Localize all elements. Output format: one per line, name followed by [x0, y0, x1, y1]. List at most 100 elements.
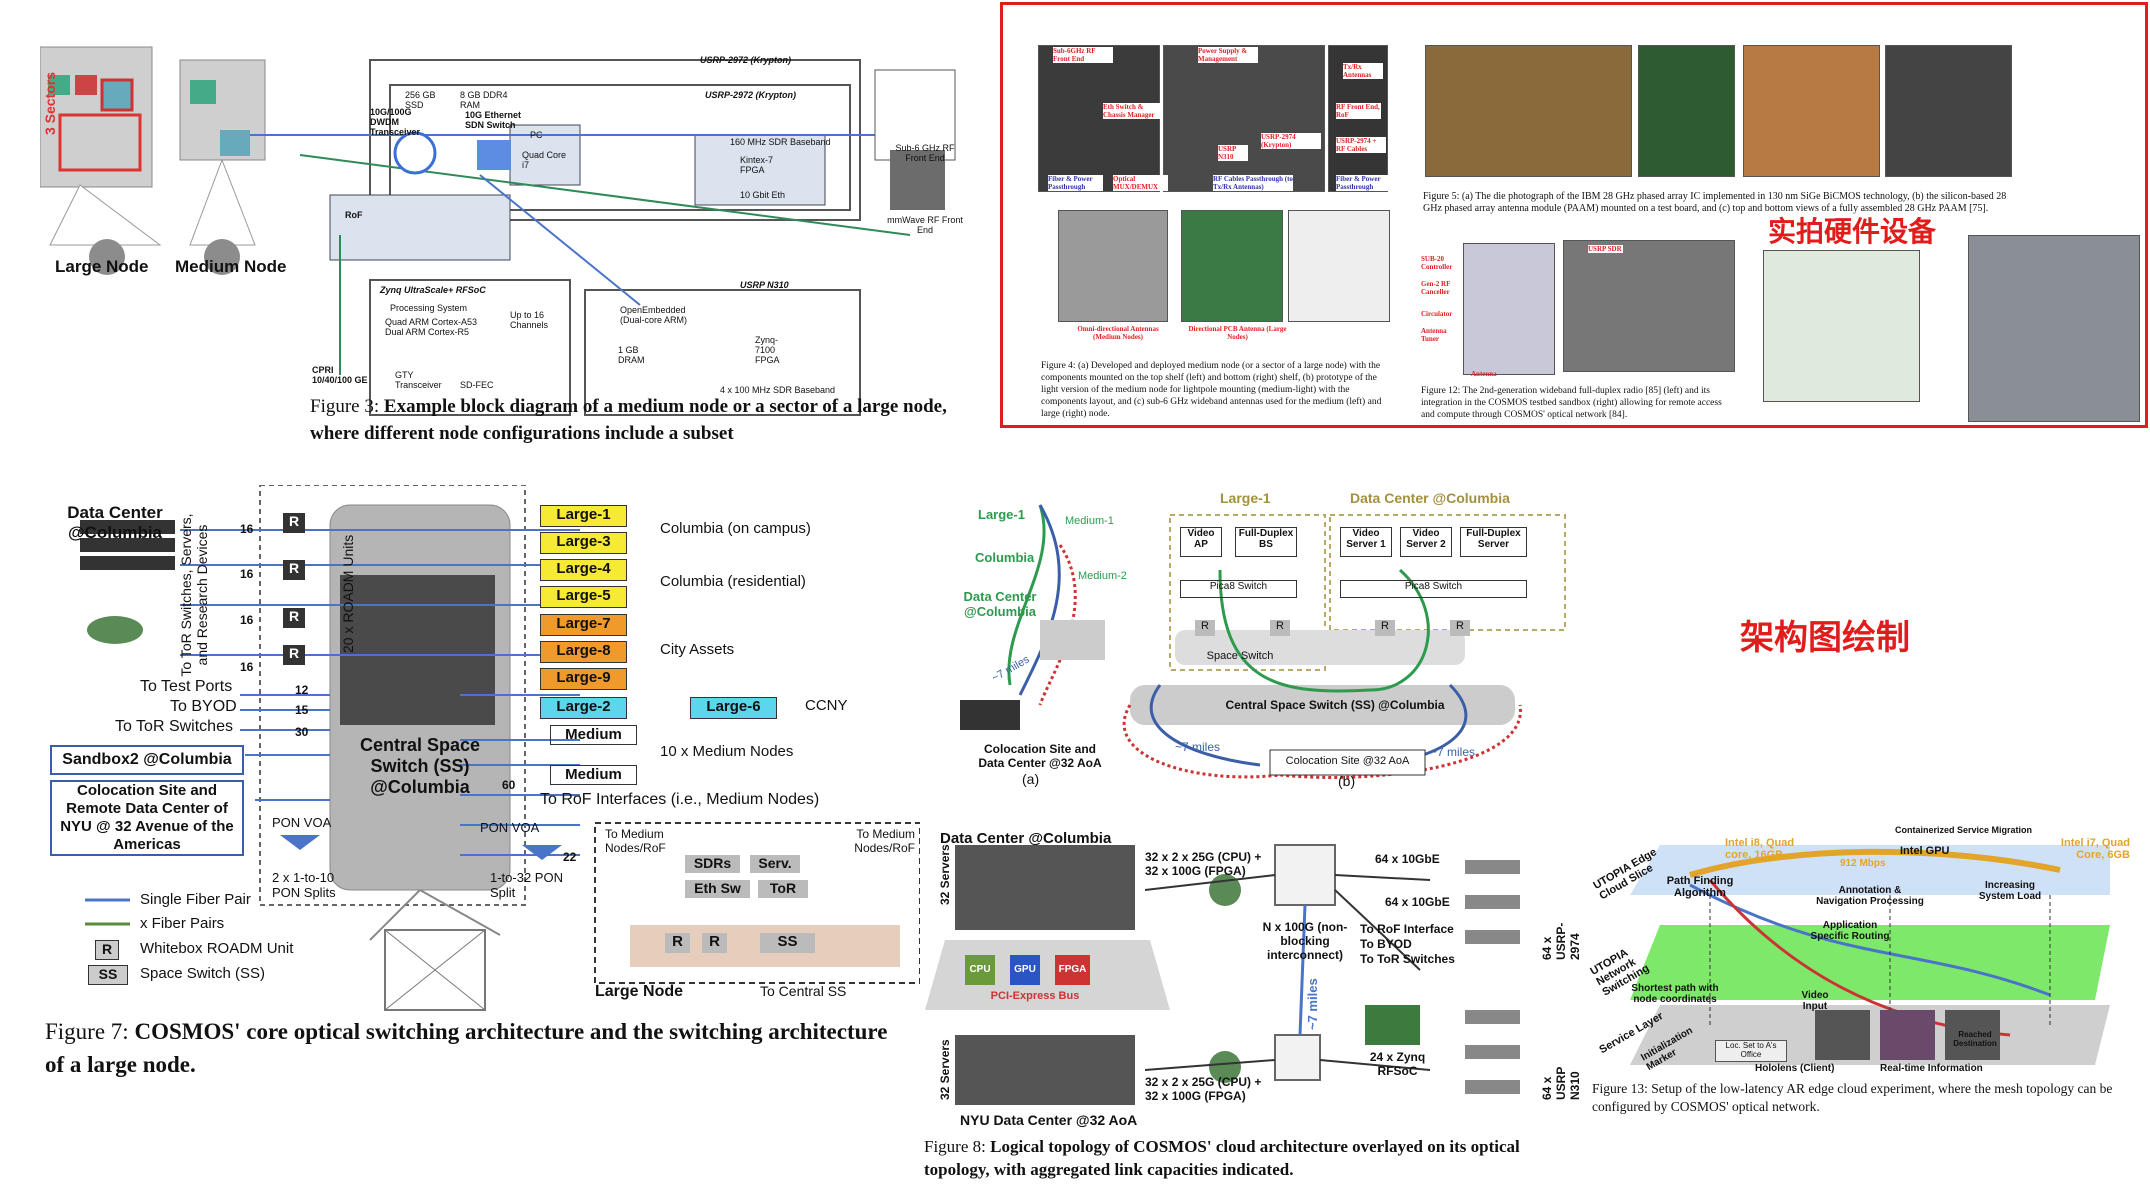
- dc-columbia-label: Data Center @Columbia: [67, 503, 163, 542]
- usrp2972-b-label: USRP-2972 (Krypton): [705, 90, 797, 100]
- f8-usrpn310: 64 x USRP N310: [1540, 1066, 1582, 1100]
- test-ports-label: To Test Ports: [140, 678, 233, 695]
- ab-dcb: Data Center @Columbia: [1350, 490, 1510, 506]
- large-6-box: Large-6: [690, 697, 777, 719]
- ab-large1: Large-1: [978, 507, 1025, 522]
- fig4-label-2: Fiber & Power Passthrough: [1048, 175, 1103, 191]
- sectors-label: 3 Sectors: [42, 71, 58, 135]
- pon-voa-a: PON VOA: [272, 815, 332, 830]
- ab-miles-b: ~7 miles: [1430, 745, 1476, 759]
- paam-bottom-photo: [1885, 45, 2012, 177]
- figure-7-caption: Figure 7: COSMOS' core optical switching…: [45, 1015, 890, 1081]
- sandbox-photo: [1563, 240, 1735, 372]
- omni-antenna-photo: [1058, 210, 1168, 322]
- ccny-label: CCNY: [805, 697, 848, 714]
- eth10-label: 10 Gbit Eth: [740, 190, 786, 200]
- ab-medium1: Medium-1: [1065, 515, 1114, 527]
- coloc-box: Colocation Site and Remote Data Center o…: [50, 780, 244, 856]
- fig12-label-0: SUB-20 Controller: [1421, 255, 1453, 271]
- f8-link-a: 32 x 2 x 25G (CPU) + 32 x 100G (FPGA): [1145, 850, 1262, 878]
- num-22: 22: [563, 850, 577, 864]
- num-16b: 16: [240, 567, 254, 581]
- f8-rof: To RoF Interface: [1360, 922, 1454, 936]
- f13-i8: Intel i8, Quad core, 16GB: [1725, 837, 1795, 861]
- figure-8: Data Center @Columbia 32 Servers 32 Serv…: [920, 830, 1582, 1195]
- large-3-box: Large-3: [540, 532, 627, 554]
- roadm-r-4: R: [283, 645, 305, 665]
- large-9-box: Large-9: [540, 668, 627, 690]
- ab-coloc: Colocation Site and Data Center @32 AoA: [978, 742, 1102, 770]
- roadm-r-1: R: [283, 513, 305, 533]
- ab-space-switch: Space Switch: [1206, 650, 1274, 662]
- large-4-box: Large-4: [540, 559, 627, 581]
- figure-ab: Large-1 Medium-1 Medium-2 Columbia Data …: [930, 485, 1580, 795]
- sandbox-box: Sandbox2 @Columbia: [50, 745, 244, 775]
- deployment-map: [1763, 250, 1920, 402]
- figure-ab-diagram: [960, 504, 1566, 779]
- ab-video-ap: Video AP: [1180, 527, 1222, 557]
- legend-ss: Space Switch (SS): [140, 965, 266, 982]
- figure-13-caption: Figure 13: Setup of the low-latency AR e…: [1592, 1081, 2113, 1114]
- large-node-inset-label: Large Node: [595, 983, 684, 1000]
- figure-3-caption-body: Example block diagram of a medium node o…: [310, 396, 947, 444]
- figure-4-caption: Figure 4: (a) Developed and deployed med…: [1041, 361, 1382, 419]
- medium-node-photo-right: [1163, 45, 1325, 192]
- dwdm-label: 10G/100G DWDM Transceiver: [370, 107, 421, 137]
- figure-7-diagram: [80, 485, 920, 1011]
- to-medium-b: To Medium Nodes/RoF: [854, 827, 915, 855]
- to-central-label: To Central SS: [760, 983, 847, 999]
- f8-fpga: FPGA: [1055, 955, 1090, 985]
- hardware-panel: Sub-6GHz RF Front End Eth Switch & Chass…: [1000, 2, 2148, 428]
- f13-loc: Loc. Set to A's Office: [1715, 1040, 1787, 1062]
- sdn-label: 10G Ethernet SDN Switch: [465, 110, 522, 130]
- fig12-label-4: Antenna: [1471, 370, 1497, 378]
- legend-single: Single Fiber Pair: [140, 891, 251, 908]
- fig4-label-9: RF Front End, RoF: [1336, 103, 1381, 119]
- figure-8-caption-body: Logical topology of COSMOS' cloud archit…: [924, 1137, 1520, 1179]
- fig4-label-11: Fiber & Power Passthrough: [1336, 175, 1391, 191]
- ab-medium2: Medium-2: [1078, 570, 1127, 582]
- f13-inc: Increasing System Load: [1978, 880, 2042, 902]
- ab-pica-a: Pica8 Switch: [1180, 580, 1297, 598]
- pon-split-b: 1-to-32 PON Split: [490, 870, 563, 900]
- ab-vs2: Video Server 2: [1400, 527, 1452, 557]
- omni-label: Omni-directional Antennas (Medium Nodes): [1077, 325, 1159, 341]
- openembedded-label: OpenEmbedded (Dual-core ARM): [620, 305, 688, 325]
- fig4-label-4: Power Supply & Management: [1198, 47, 1258, 63]
- sdfec-label: SD-FEC: [460, 380, 494, 390]
- f8-nyu: NYU Data Center @32 AoA: [960, 1112, 1138, 1128]
- ab-fds: Full-Duplex Server: [1460, 527, 1527, 557]
- roadm-r-3: R: [283, 608, 305, 628]
- figure-8-caption-prefix: Figure 8:: [924, 1137, 991, 1156]
- inset-r-2: R: [702, 933, 727, 953]
- tor2-label: To ToR Switches: [115, 718, 233, 735]
- large-1-box: Large-1: [540, 505, 627, 527]
- ab-vs1: Video Server 1: [1340, 527, 1392, 557]
- ab-r-3: R: [1375, 620, 1395, 636]
- figure-3-caption: Figure 3: Example block diagram of a med…: [310, 393, 970, 447]
- roadm-r-2: R: [283, 560, 305, 580]
- f13-rt: Real-time Information: [1880, 1063, 1983, 1074]
- legend-x: x Fiber Pairs: [140, 915, 225, 932]
- kintex-label: Kintex-7 FPGA: [740, 155, 774, 175]
- f13-sp: Shortest path with node coordinates: [1631, 983, 1719, 1005]
- usrp2972-a-label: USRP-2972 (Krypton): [700, 55, 792, 65]
- legend-r: Whitebox ROADM Unit: [140, 940, 294, 957]
- col-campus-label: Columbia (on campus): [660, 520, 811, 537]
- f13-reached: Reached Destination: [1953, 1030, 1997, 1048]
- mmwave-label: mmWave RF Front End: [887, 215, 963, 235]
- die-photo: [1425, 45, 1632, 177]
- ab-a: (a): [1022, 771, 1040, 787]
- num-16d: 16: [240, 660, 254, 674]
- dram-label: 1 GB DRAM: [618, 345, 645, 365]
- fig4-label-1: Eth Switch & Chassis Manager: [1103, 103, 1163, 119]
- fig12-label-2: Circulator: [1421, 310, 1453, 318]
- figure-7-caption-prefix: Figure 7:: [45, 1019, 135, 1044]
- byod-label: To BYOD: [170, 698, 237, 715]
- eth-sw-box: Eth Sw: [685, 880, 750, 898]
- num-12: 12: [295, 683, 309, 697]
- f13-holo: Hololens (Client): [1755, 1063, 1835, 1074]
- hardware-annotation: 实拍硬件设备: [1768, 215, 1937, 248]
- ab-coloc32: Colocation Site @32 AoA: [1285, 755, 1410, 767]
- paam-top-photo: [1743, 45, 1880, 177]
